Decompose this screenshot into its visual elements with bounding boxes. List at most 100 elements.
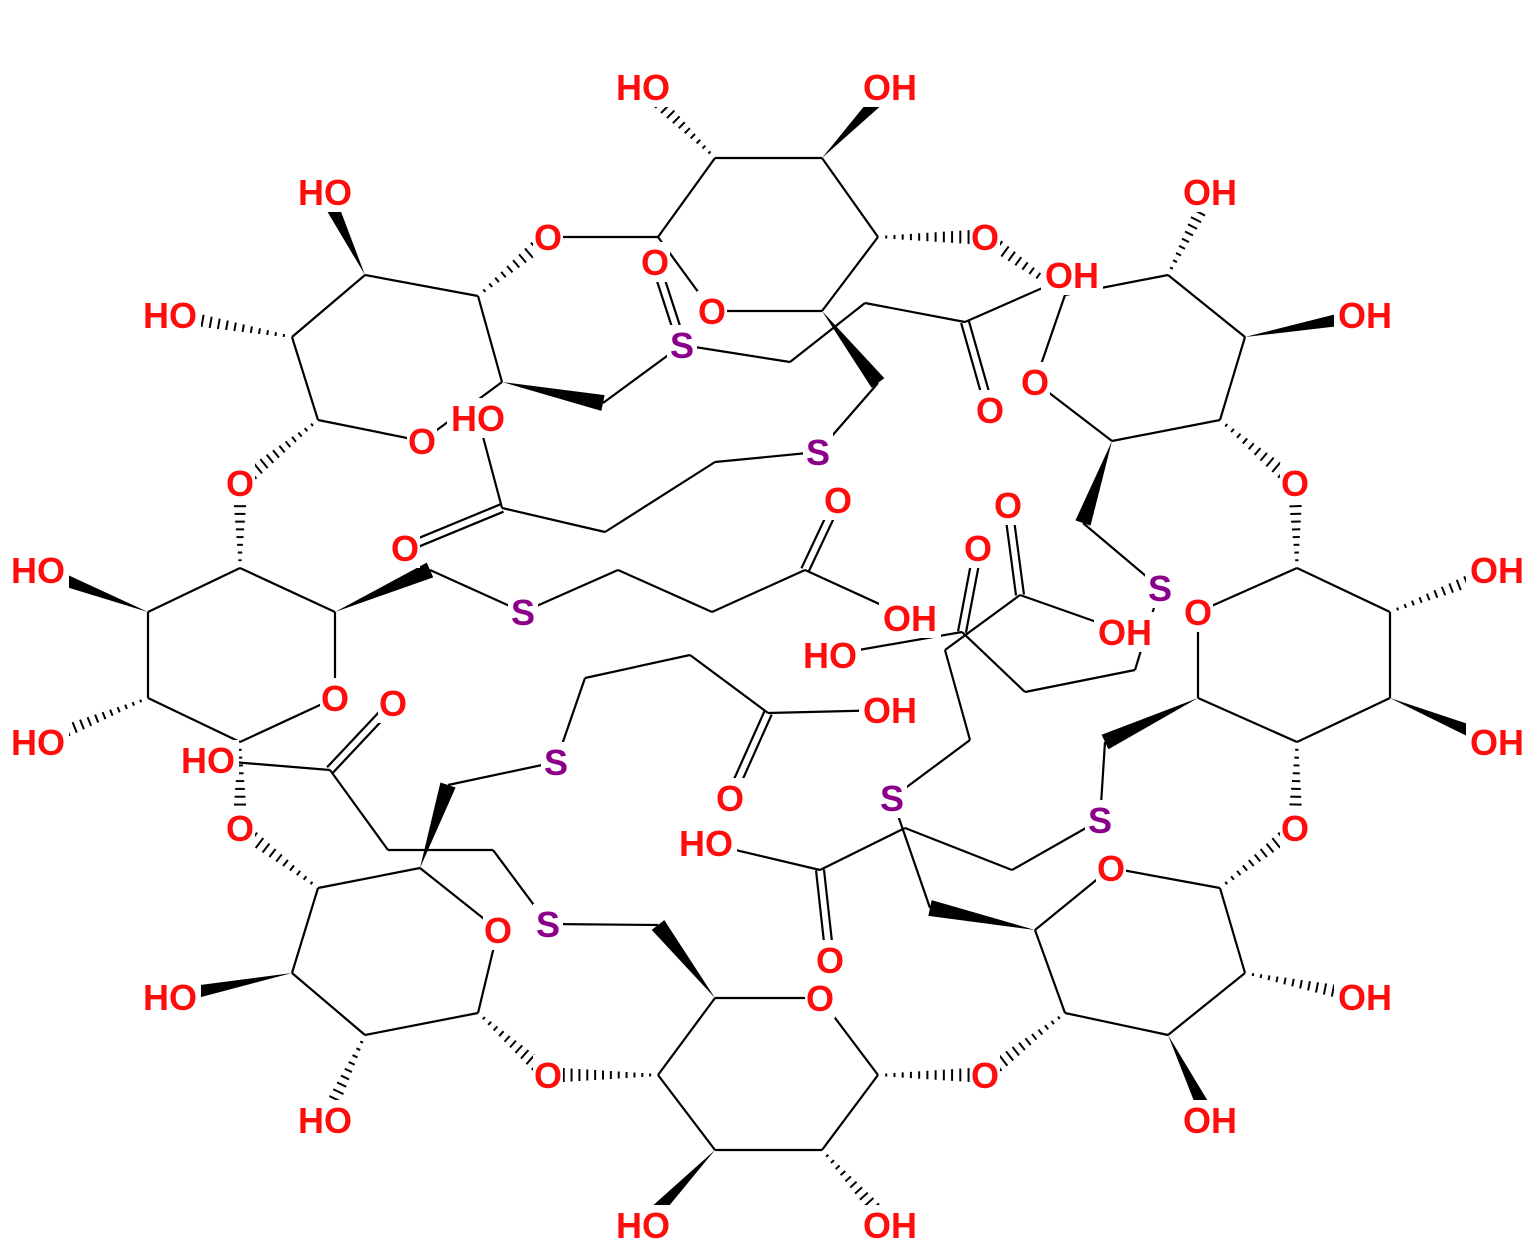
label-mask [1085,800,1115,840]
single-bond [1296,567,1391,613]
hydroxyl-label: HO [298,1100,352,1141]
hash-tick [296,870,301,876]
single-bond [604,461,716,533]
hash-tick [131,701,135,707]
hash-tick [1259,848,1268,858]
single-bond [291,274,366,338]
hash-tick [1057,1015,1061,1020]
hydroxyl-label: OH [863,67,917,108]
oxygen-atom-label: O [976,390,1004,431]
single-bond [147,567,241,613]
hash-tick [1175,252,1182,257]
hash-tick [1024,1037,1032,1046]
oxygen-atom-label: O [226,808,254,849]
hash-tick [1307,980,1311,991]
label-mask [667,325,697,365]
hash-tick [254,837,265,849]
hash-tick [291,436,297,443]
wedge-bond [651,920,715,998]
hash-tick [1396,607,1400,611]
hash-tick [506,265,514,274]
hash-tick [1253,853,1262,863]
hash-tick [208,316,213,329]
hash-tick [1314,982,1320,993]
single-bond [681,343,791,364]
hydroxyl-label: OH [1045,255,1099,296]
oxygen-atom-label: O [534,1055,562,1096]
hash-tick [1021,261,1029,271]
oxygen-atom-label: O [824,480,852,521]
hash-tick [289,864,295,872]
hash-tick [520,1049,530,1060]
wedge-bond [335,562,434,612]
label-mask [139,295,201,335]
hash-tick [340,1074,350,1081]
hash-tick [355,1047,361,1051]
hash-tick [348,1061,356,1066]
hashed-bond [547,1067,652,1083]
single-bond [364,1011,479,1037]
label-mask [675,823,737,863]
oxygen-atom-label: O [1184,592,1212,633]
hash-tick [695,139,701,145]
hash-tick [1330,984,1336,997]
hash-tick [282,333,286,338]
single-bond [657,157,716,238]
single-bond [944,594,1021,651]
hydroxyl-label: OH [1470,722,1524,763]
label-mask [541,742,571,782]
hash-tick [1190,216,1202,224]
oxygen-atom-label: O [698,291,726,332]
hashed-bond [1286,748,1304,830]
label-mask [815,940,845,980]
hash-tick [701,144,707,150]
hash-tick [359,1040,364,1044]
hash-tick [1187,223,1198,230]
hash-tick [1014,256,1023,266]
oxygen-atom-label: O [226,463,254,504]
hash-tick [864,1197,875,1207]
hash-tick [1224,881,1229,885]
single-bond [291,972,366,1036]
single-bond [904,826,1013,872]
label-mask [1334,977,1396,1017]
wedge-bond [1075,441,1112,526]
single-bond [689,654,769,714]
oxygen-atom-label: O [408,421,436,462]
hash-tick [1448,582,1454,594]
oxygen-atom-label: O [806,978,834,1019]
label-mask [640,242,670,282]
hash-tick [1028,267,1035,275]
hash-tick [854,1186,863,1195]
label-mask [533,217,563,257]
hash-tick [1011,1046,1020,1056]
hash-tick [86,716,93,727]
hash-tick [487,1021,492,1026]
hash-tick [344,1067,353,1073]
hash-tick [1035,272,1042,279]
hash-tick [518,253,527,264]
hydroxyl-label: OH [1470,550,1524,591]
hash-tick [302,875,308,881]
label-mask [225,463,255,503]
label-mask [1041,255,1103,295]
hydroxyl-label: HO [181,740,235,781]
hash-tick [707,150,712,155]
hash-tick [1440,586,1447,596]
label-mask [1334,295,1396,335]
sulfur-atom-label: S [511,592,535,633]
sulfur-atom-label: S [1148,568,1172,609]
hydroxyl-label: OH [883,598,937,639]
single-bond [821,157,879,238]
hash-tick [297,431,303,438]
single-bond [1218,887,1247,974]
hash-tick [1172,259,1178,264]
hash-tick [274,331,278,337]
hash-tick [1018,1042,1026,1051]
single-bond [1197,696,1298,744]
single-bond [711,568,806,614]
hash-tick [488,282,493,288]
hash-tick [1271,461,1282,473]
hydroxyl-label: HO [679,823,733,864]
label-mask [859,1205,921,1245]
